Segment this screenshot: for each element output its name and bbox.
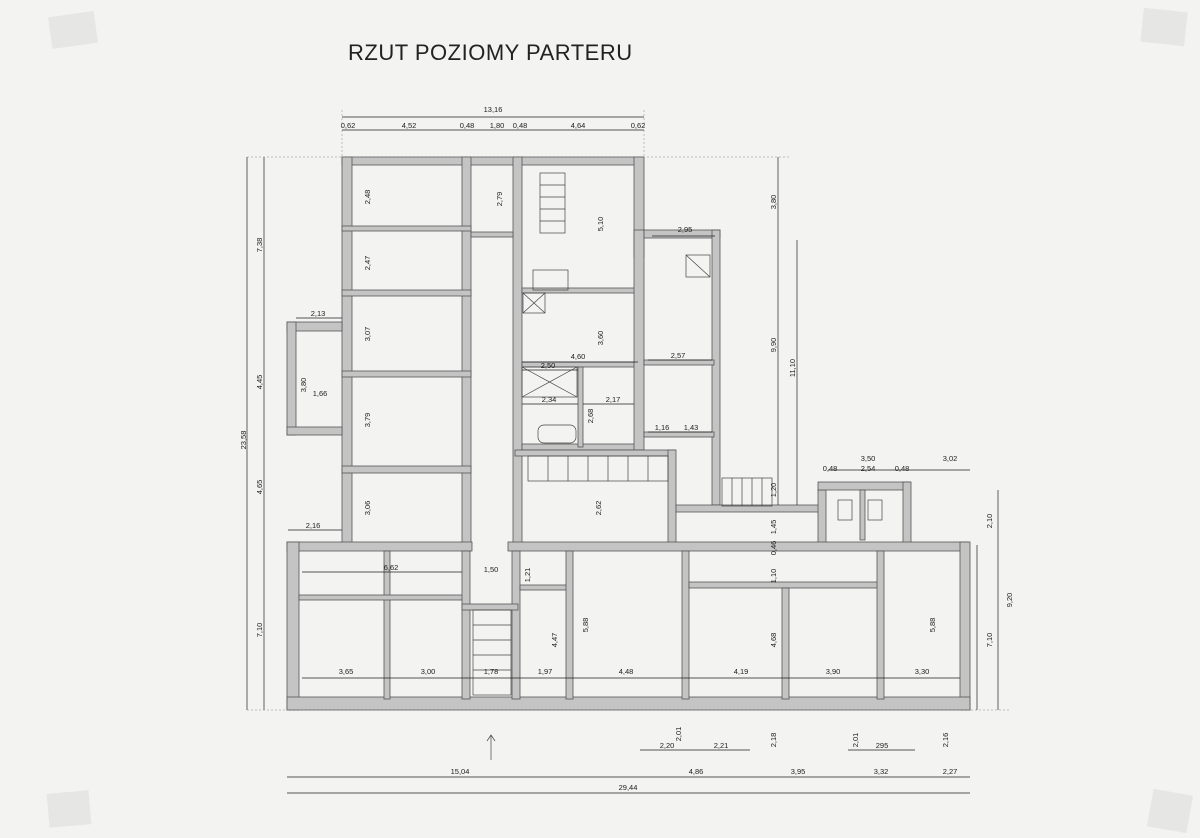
dim-porch: 2,21 [714, 741, 729, 750]
dim-south-width: 4,19 [734, 667, 749, 676]
dim-misc: 5,10 [596, 217, 605, 232]
dim-porch: 2,20 [660, 741, 675, 750]
dim-right: 9,20 [1005, 593, 1014, 608]
tape-mark [1147, 788, 1193, 834]
drawing-title: RZUT POZIOMY PARTERU [348, 40, 633, 65]
dimension-labels: 13,16 0,62 4,52 0,48 1,80 0,48 4,64 0,62… [239, 105, 1014, 792]
dim-bottom: 4,86 [689, 767, 704, 776]
dim-top: 4,64 [571, 121, 586, 130]
dim-right: 0,48 [895, 464, 910, 473]
dim-misc: 2,17 [606, 395, 621, 404]
dim-misc: 3,60 [596, 331, 605, 346]
walls [286, 156, 971, 711]
dim-south-width: 3,90 [826, 667, 841, 676]
dim-porch: 2,01 [674, 727, 683, 742]
dim-porch: 2,18 [769, 733, 778, 748]
dim-right: 7,10 [985, 633, 994, 648]
dim-right: 3,50 [861, 454, 876, 463]
dim-bottom: 2,27 [943, 767, 958, 776]
dim-room: 3,06 [363, 501, 372, 516]
dim-right: 0,48 [823, 464, 838, 473]
dim-misc: 9,90 [769, 338, 778, 353]
dim-left: 7,38 [255, 238, 264, 253]
dim-right: 3,02 [943, 454, 958, 463]
dim-misc: 2,95 [678, 225, 693, 234]
dim-south-width: 4,48 [619, 667, 634, 676]
dim-south-width: 1,97 [538, 667, 553, 676]
dim-room: 2,48 [363, 190, 372, 205]
fixtures [472, 172, 883, 760]
dim-south-height: 4,68 [769, 633, 778, 648]
dim-porch: 295 [876, 741, 889, 750]
dimension-lines [246, 110, 1010, 794]
dim-left: 7,10 [255, 623, 264, 638]
dim-right: 2,16 [941, 733, 950, 748]
dim-south-width: 1,50 [484, 565, 499, 574]
dim-south-width: 3,00 [421, 667, 436, 676]
dim-misc: 1,20 [769, 483, 778, 498]
dim-south-height: 4,47 [550, 633, 559, 648]
dim-misc: 0,46 [769, 541, 778, 556]
dim-misc: 2,62 [594, 501, 603, 516]
dim-bottom: 15,04 [451, 767, 470, 776]
dim-top: 0,48 [460, 121, 475, 130]
dim-west: 1,66 [313, 389, 328, 398]
tape-mark [1140, 7, 1188, 47]
dim-misc: 4,60 [571, 352, 586, 361]
dim-west: 2,16 [306, 521, 321, 530]
dim-misc: 11,10 [788, 359, 797, 377]
dim-room: 2,47 [363, 256, 372, 271]
dim-misc: 2,79 [495, 192, 504, 207]
dim-misc: 2,34 [542, 395, 557, 404]
dim-misc: 2,68 [586, 409, 595, 424]
dim-west: 2,13 [311, 309, 326, 318]
dim-bottom-total: 29,44 [619, 783, 638, 792]
dim-misc: 2,57 [671, 351, 686, 360]
dim-misc: 2,50 [541, 361, 556, 370]
dim-right: 2,54 [861, 464, 876, 473]
dim-west: 3,80 [299, 378, 308, 393]
dim-south-height: 5,88 [928, 618, 937, 633]
dim-room: 3,79 [363, 413, 372, 428]
tape-mark [46, 790, 92, 828]
dim-south-width: 6,62 [384, 563, 399, 572]
dim-south-width: 3,65 [339, 667, 354, 676]
dim-misc: 1,43 [684, 423, 699, 432]
dim-top-total: 13,16 [484, 105, 503, 114]
dim-porch: 2,01 [851, 733, 860, 748]
dim-top: 0,62 [341, 121, 356, 130]
dim-misc: 3,80 [769, 195, 778, 210]
dim-bottom: 3,32 [874, 767, 889, 776]
dim-misc: 1,10 [769, 569, 778, 584]
dim-south-width: 3,30 [915, 667, 930, 676]
dim-top: 0,48 [513, 121, 528, 130]
dim-room: 3,07 [363, 327, 372, 342]
dim-top: 1,80 [490, 121, 505, 130]
dim-top: 0,62 [631, 121, 646, 130]
dim-top: 4,52 [402, 121, 417, 130]
dim-south-height: 5,88 [581, 618, 590, 633]
dim-left-main: 23,58 [239, 431, 248, 450]
tape-mark [47, 10, 99, 50]
dim-misc: 1,16 [655, 423, 670, 432]
dim-left: 4,45 [255, 375, 264, 390]
dim-left: 4,65 [255, 480, 264, 495]
dim-bottom: 3,95 [791, 767, 806, 776]
dim-south-width: 1,78 [484, 667, 499, 676]
dim-south-width: 1,21 [523, 568, 532, 583]
dim-misc: 1,45 [769, 520, 778, 535]
dim-right: 2,10 [985, 514, 994, 529]
